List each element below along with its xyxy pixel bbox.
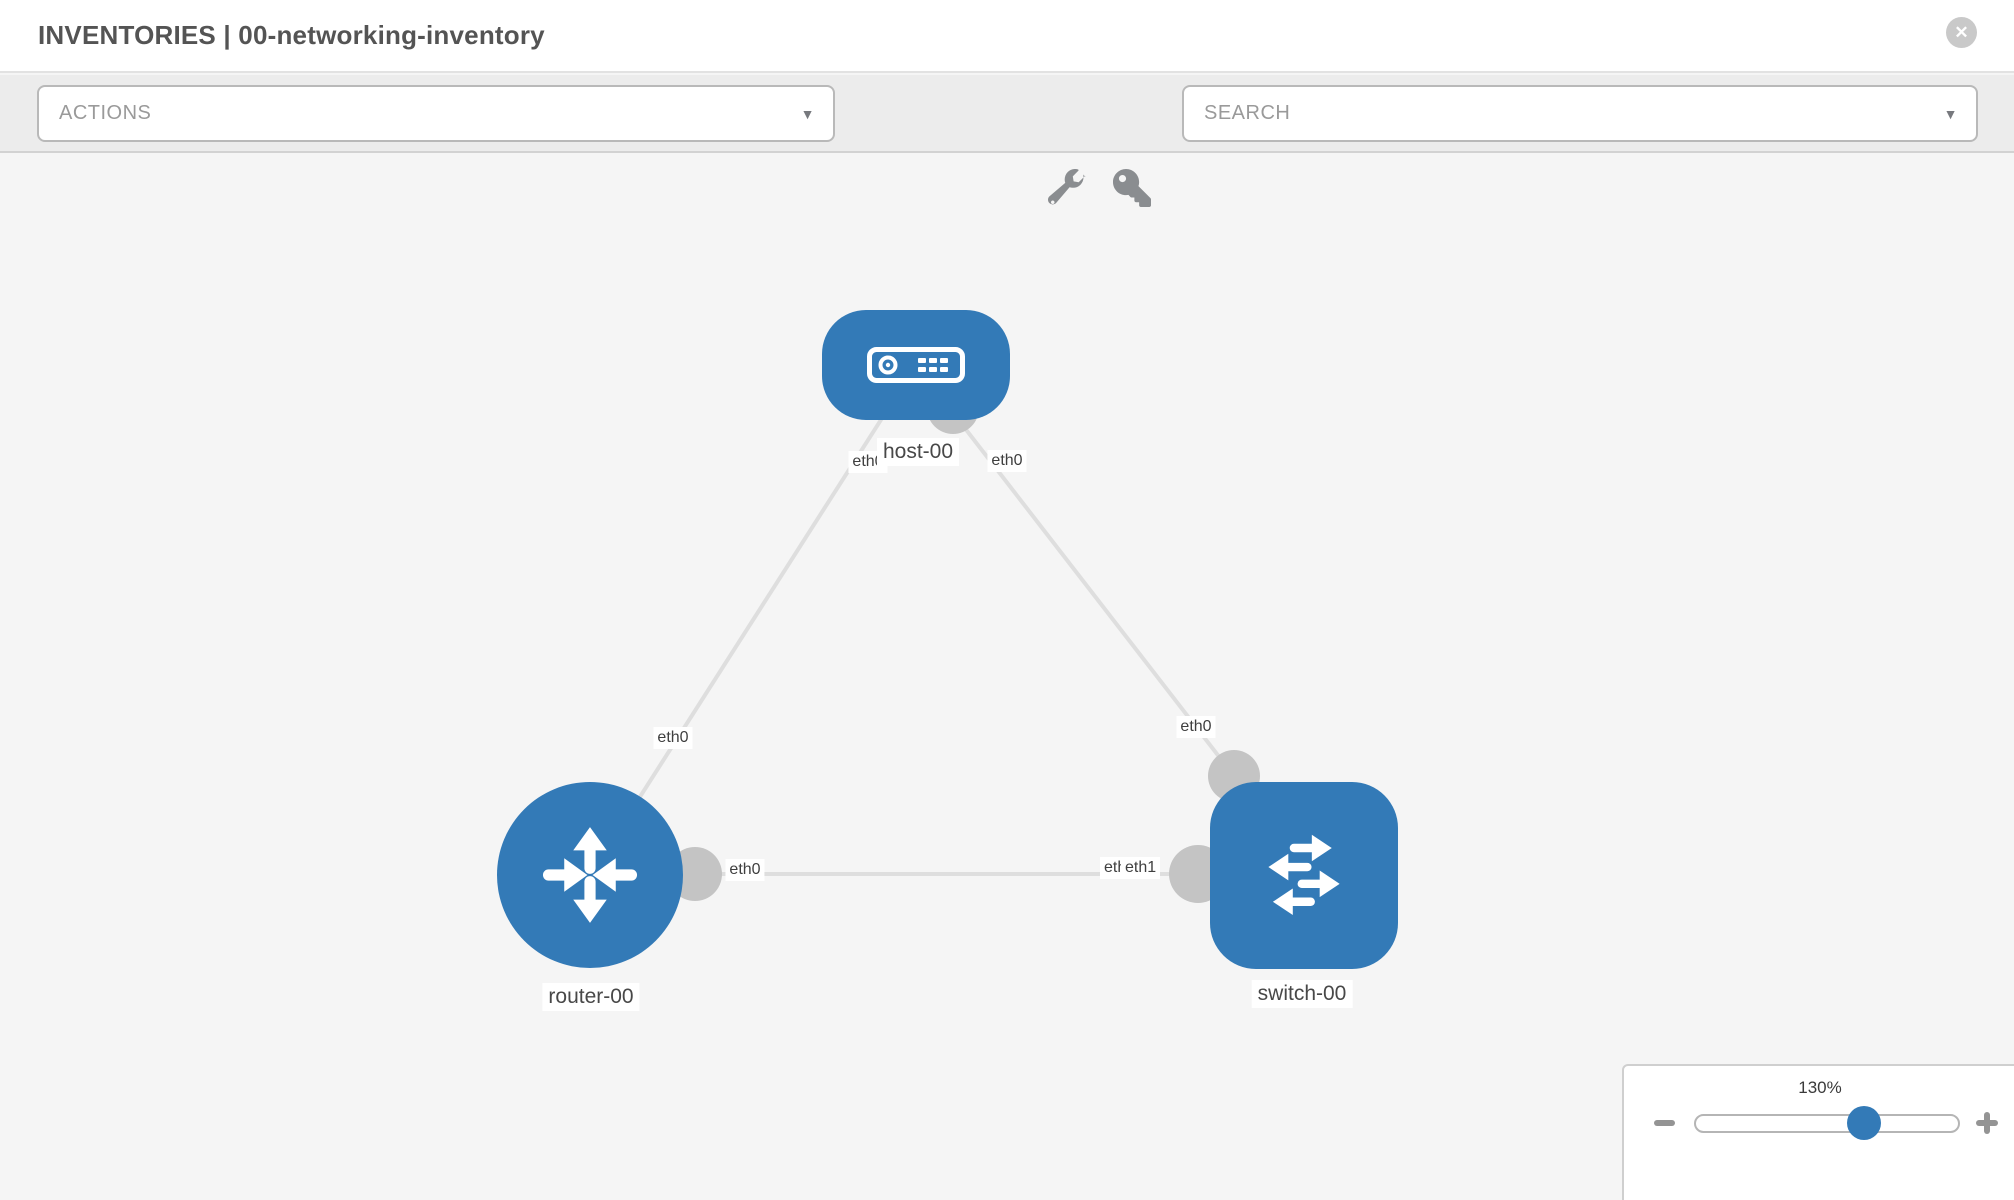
topology-canvas[interactable] (0, 153, 2014, 1200)
zoom-panel: 130% (1622, 1064, 2014, 1200)
header-bar: INVENTORIES | 00-networking-inventory ✕ (0, 0, 2014, 73)
wrench-icon (1047, 168, 1086, 205)
link-host-router (588, 363, 918, 877)
close-icon: ✕ (1954, 23, 1969, 42)
interface-label: eth1 (1121, 857, 1161, 879)
zoom-slider-knob[interactable] (1847, 1106, 1881, 1140)
toolbar: ACTIONS ▼ SEARCH ▼ (0, 75, 2014, 207)
page-title: INVENTORIES | 00-networking-inventory (38, 20, 545, 50)
key-button[interactable] (1113, 169, 1151, 207)
zoom-slider-track[interactable] (1694, 1114, 1960, 1133)
actions-dropdown-label: ACTIONS (59, 102, 152, 124)
node-label-router: router-00 (542, 983, 640, 1011)
switch-arrows-icon (1268, 834, 1340, 915)
interface-label: eth0 (653, 727, 693, 749)
actions-dropdown[interactable]: ACTIONS ▼ (37, 85, 835, 142)
chevron-down-icon: ▼ (1943, 105, 1958, 122)
link-host-switch (914, 363, 1236, 778)
interface-label: eth0 (1176, 716, 1216, 738)
search-dropdown[interactable]: SEARCH ▼ (1182, 85, 1978, 142)
node-router-00[interactable] (497, 782, 683, 968)
interface-label: eth0 (725, 859, 765, 881)
zoom-in-button[interactable] (1976, 1112, 1998, 1134)
key-icon (1113, 169, 1151, 207)
node-label-switch: switch-00 (1251, 980, 1353, 1008)
search-placeholder: SEARCH (1204, 102, 1291, 124)
zoom-level: 130% (1798, 1078, 1842, 1097)
zoom-out-button[interactable] (1654, 1120, 1675, 1126)
node-switch-00[interactable] (1210, 782, 1398, 969)
router-arrows-icon (542, 827, 638, 923)
close-button[interactable]: ✕ (1946, 17, 1977, 48)
node-host-00[interactable] (822, 310, 1010, 420)
server-icon (867, 347, 965, 383)
plus-icon (1984, 1112, 1990, 1134)
wrench-button[interactable] (1047, 168, 1086, 207)
node-label-host: host-00 (876, 438, 960, 466)
chevron-down-icon: ▼ (800, 105, 815, 122)
interface-label: eth0 (987, 450, 1027, 472)
